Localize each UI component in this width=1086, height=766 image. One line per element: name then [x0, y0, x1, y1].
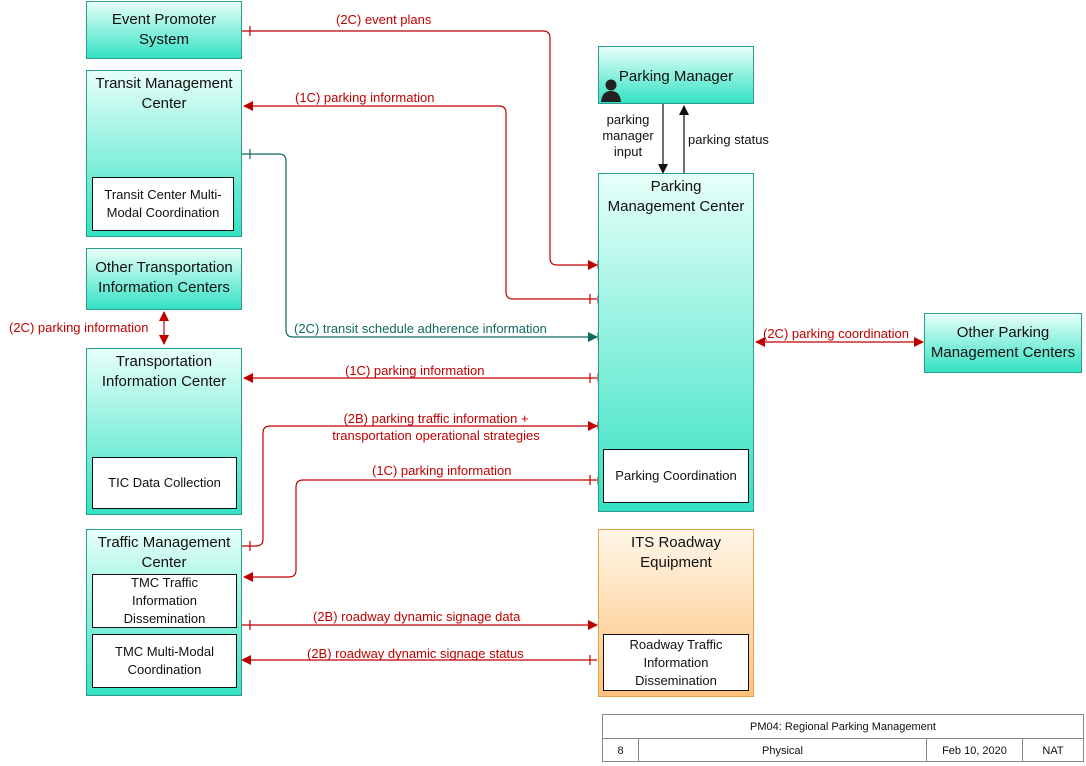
label-signage-status: (2B) roadway dynamic signage status [307, 646, 524, 661]
label-parking-coordination: (2C) parking coordination [763, 326, 909, 341]
tmc-traffic-info-box[interactable]: TMC Traffic Information Dissemination [92, 574, 237, 628]
its-roadway-label: ITS Roadway Equipment [630, 534, 722, 571]
parking-coordination-box[interactable]: Parking Coordination [603, 449, 749, 503]
event-promoter-box[interactable]: Event Promoter System [86, 1, 242, 59]
label-parking-traffic-info: (2B) parking traffic information + trans… [332, 411, 540, 443]
tic-label: Transportation Information Center [101, 353, 227, 390]
label-parking-info-tic: (1C) parking information [345, 363, 485, 378]
other-tic-box[interactable]: Other Transportation Information Centers [86, 248, 242, 310]
its-roadway-equipment-box[interactable]: ITS Roadway Equipment Roadway Traffic In… [598, 529, 754, 697]
title-block-view: Physical [639, 739, 927, 762]
transit-management-label: Transit Management Center [95, 75, 233, 112]
transit-management-box[interactable]: Transit Management Center Transit Center… [86, 70, 242, 237]
event-promoter-label: Event Promoter System [111, 11, 217, 48]
flow-parking-info-tmc [243, 479, 597, 582]
title-block: PM04: Regional Parking Management 8 Phys… [602, 714, 1084, 762]
title-block-title: PM04: Regional Parking Management [750, 720, 936, 733]
tmc-multimodal-box[interactable]: TMC Multi-Modal Coordination [92, 634, 237, 688]
other-pmc-label: Other Parking Management Centers [930, 324, 1076, 361]
flow-transit-schedule [242, 153, 598, 342]
tmc-box[interactable]: Traffic Management Center TMC Traffic In… [86, 529, 242, 696]
flow-parking-info-transit [243, 101, 597, 300]
title-block-date: Feb 10, 2020 [927, 739, 1023, 762]
title-block-scope: NAT [1042, 744, 1064, 757]
parking-manager-label: Parking Manager [618, 68, 734, 85]
roadway-traffic-info-box[interactable]: Roadway Traffic Information Disseminatio… [603, 634, 749, 691]
label-signage-data: (2B) roadway dynamic signage data [313, 609, 521, 624]
title-block-number: 8 [603, 739, 639, 762]
tic-data-collection-box[interactable]: TIC Data Collection [92, 457, 237, 509]
tic-box[interactable]: Transportation Information Center TIC Da… [86, 348, 242, 515]
label-transit-schedule: (2C) transit schedule adherence informat… [294, 321, 547, 336]
label-parking-manager-input: parking manager input [602, 112, 654, 159]
label-parking-status: parking status [688, 132, 769, 147]
parking-manager-box[interactable]: Parking Manager [598, 46, 754, 104]
tmc-label: Traffic Management Center [97, 534, 231, 571]
label-parking-info-other-tic: (2C) parking information [9, 320, 149, 335]
label-event-plans: (2C) event plans [336, 12, 432, 27]
flow-parking-traffic-info [242, 421, 598, 547]
other-pmc-box[interactable]: Other Parking Management Centers [924, 313, 1082, 373]
label-parking-info-tmc: (1C) parking information [372, 463, 512, 478]
person-icon [601, 79, 621, 102]
label-parking-info-transit: (1C) parking information [295, 90, 435, 105]
parking-management-center-box[interactable]: Parking Management Center Parking Coordi… [598, 173, 754, 512]
pmc-label: Parking Management Center [607, 178, 745, 215]
flow-event-plans [242, 30, 598, 270]
transit-center-mmc-box[interactable]: Transit Center Multi-Modal Coordination [92, 177, 234, 231]
other-tic-label: Other Transportation Information Centers [95, 259, 233, 296]
